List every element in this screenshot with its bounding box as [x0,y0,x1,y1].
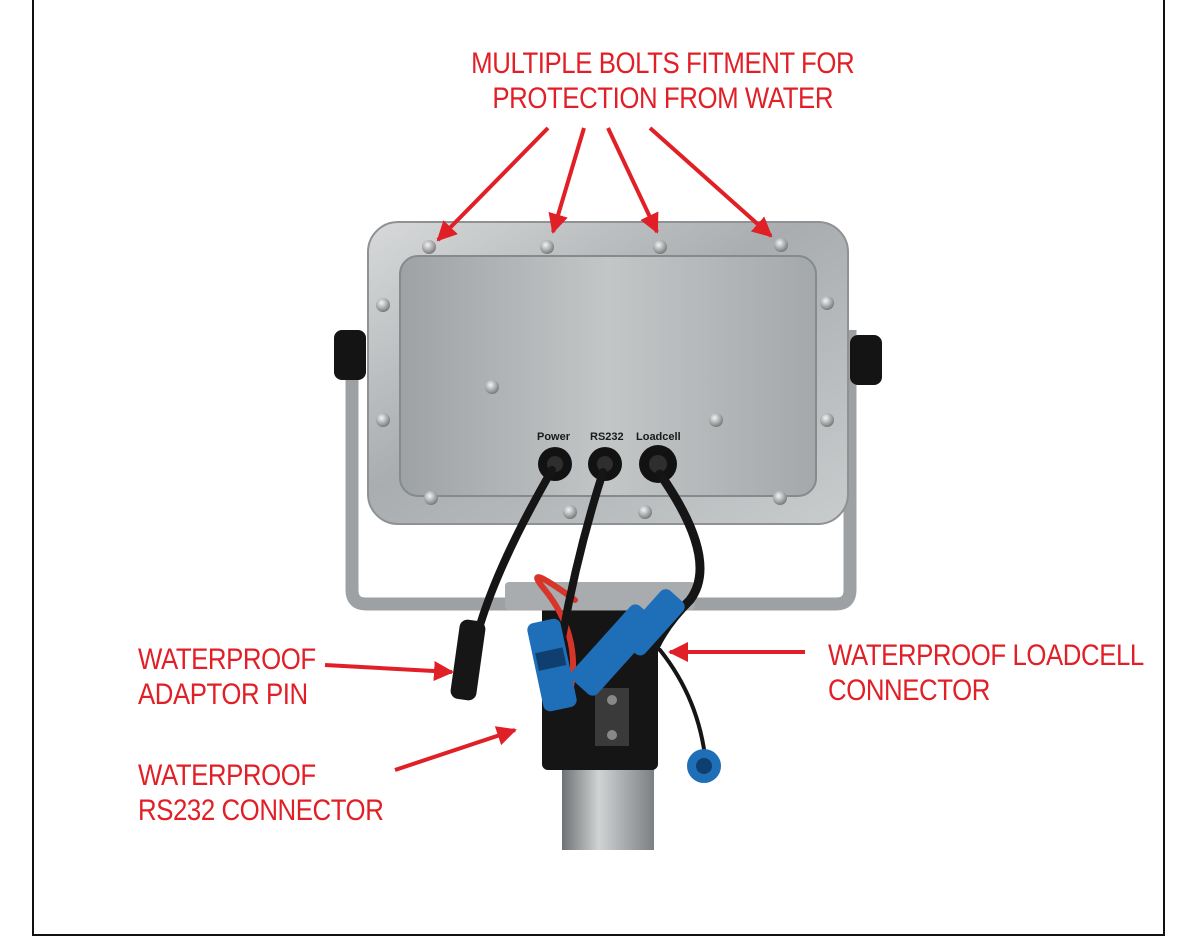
port-label-rs232: RS232 [590,431,624,443]
waterproof-connectors [527,589,721,783]
callout-rs232-line-1: WATERPROOF [138,759,316,792]
left-knob [334,330,366,380]
callout-arrows [324,126,805,772]
callout-bolts-line-1: MULTIPLE BOLTS FITMENT FOR [471,47,855,80]
callout-rs232-connector: WATERPROOF RS232 CONNECTOR [138,758,384,828]
panel-bolts [376,238,834,519]
cable-glands [538,445,677,483]
callout-rs232-line-2: RS232 CONNECTOR [138,794,384,827]
callout-bolts-line-2: PROTECTION FROM WATER [492,82,834,115]
callout-loadcell-line-2: CONNECTOR [828,674,990,707]
callout-adaptor-line-2: ADAPTOR PIN [138,678,308,711]
port-label-power: Power [537,431,571,443]
callout-adaptor-line-1: WATERPROOF [138,643,316,676]
callout-loadcell-line-1: WATERPROOF LOADCELL [828,639,1144,672]
adaptor-pin [450,619,486,701]
callout-adaptor-pin: WATERPROOF ADAPTOR PIN [138,642,316,712]
port-label-loadcell: Loadcell [636,431,681,443]
rear-panel [399,255,817,497]
callout-loadcell-connector: WATERPROOF LOADCELL CONNECTOR [828,638,1144,708]
right-knob [850,335,882,385]
callout-bolts: MULTIPLE BOLTS FITMENT FOR PROTECTION FR… [471,46,854,116]
